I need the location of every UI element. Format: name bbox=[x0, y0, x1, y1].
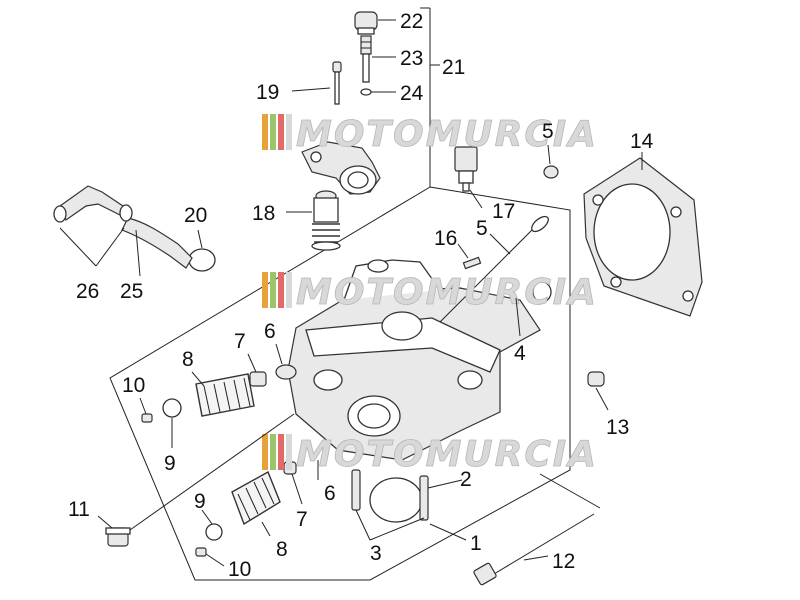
collet-part-7-upper bbox=[249, 371, 267, 387]
callout-9: 9 bbox=[164, 452, 176, 475]
thermostat-part-18 bbox=[311, 190, 341, 251]
watermark-logo-top: MOTOMURCIA bbox=[262, 114, 598, 155]
valve-spring-part-8-lower bbox=[231, 471, 281, 526]
assembly-boundary-outline bbox=[109, 8, 571, 581]
cap-part-22 bbox=[354, 11, 378, 35]
washer-part-24 bbox=[360, 88, 372, 96]
watermark-logo-middle: MOTOMURCIA bbox=[262, 272, 598, 313]
callout-9-lower: 9 bbox=[194, 490, 206, 513]
head-gasket-part-14 bbox=[583, 157, 703, 317]
watermark-text: MOTOMURCIA bbox=[296, 434, 598, 475]
leader-lines bbox=[59, 19, 643, 567]
callout-13: 13 bbox=[606, 416, 629, 439]
callout-6-lower: 6 bbox=[324, 482, 336, 505]
callout-24: 24 bbox=[400, 82, 424, 105]
callout-labels: 22 23 21 19 24 5 14 17 18 20 16 5 26 25 … bbox=[68, 10, 654, 581]
clamp-part-20 bbox=[188, 248, 216, 272]
pipe-fitting-part-26 bbox=[53, 185, 133, 223]
watermark-logo-bottom: MOTOMURCIA bbox=[262, 434, 598, 475]
callout-3: 3 bbox=[370, 542, 382, 565]
callout-22: 22 bbox=[400, 10, 423, 33]
callout-4: 4 bbox=[514, 342, 526, 365]
callout-5-top: 5 bbox=[542, 120, 554, 143]
callout-12: 12 bbox=[552, 550, 575, 573]
callout-7: 7 bbox=[234, 330, 246, 353]
valve-key-part-10-lower bbox=[195, 547, 207, 557]
callout-25: 25 bbox=[120, 280, 143, 303]
sensor-part-23 bbox=[360, 35, 372, 83]
callout-17: 17 bbox=[492, 200, 515, 223]
callout-2: 2 bbox=[460, 468, 472, 491]
callout-20: 20 bbox=[184, 204, 207, 227]
plug-part-11 bbox=[105, 527, 131, 547]
callout-6: 6 bbox=[264, 320, 276, 343]
watermark-text: MOTOMURCIA bbox=[296, 272, 598, 313]
bolt-part-19 bbox=[332, 61, 342, 105]
valve-spring-part-8-upper bbox=[195, 373, 255, 417]
sleeve-part-5-top bbox=[543, 165, 559, 179]
o-ring-part-2 bbox=[369, 477, 423, 523]
callout-1: 1 bbox=[470, 532, 482, 555]
o-ring-part-4 bbox=[532, 281, 552, 303]
callout-7-lower: 7 bbox=[296, 508, 308, 531]
callout-26: 26 bbox=[76, 280, 99, 303]
hose-part-25 bbox=[121, 217, 193, 269]
valve-seal-part-6-upper bbox=[275, 364, 297, 380]
watermark-text: MOTOMURCIA bbox=[296, 114, 598, 155]
bush-part-13 bbox=[587, 371, 605, 387]
valve-part-5 bbox=[439, 215, 549, 323]
callout-8-lower: 8 bbox=[276, 538, 288, 561]
valve-key-part-10-upper bbox=[141, 413, 153, 423]
spring-seat-part-9-upper bbox=[162, 398, 182, 418]
long-bolt-part-12 bbox=[473, 513, 595, 586]
callout-21: 21 bbox=[442, 56, 465, 79]
callout-10: 10 bbox=[122, 374, 145, 397]
callout-8: 8 bbox=[182, 348, 194, 371]
spring-seat-part-9-lower bbox=[205, 523, 223, 541]
callout-19: 19 bbox=[256, 81, 279, 104]
temperature-sensor-part-17 bbox=[454, 146, 478, 192]
stud-part-16 bbox=[462, 256, 482, 270]
callout-18: 18 bbox=[252, 202, 275, 225]
callout-11: 11 bbox=[68, 498, 90, 521]
callout-10-lower: 10 bbox=[228, 558, 251, 581]
callout-14: 14 bbox=[630, 130, 654, 153]
callout-16: 16 bbox=[434, 227, 457, 250]
thermostat-housing bbox=[301, 141, 381, 195]
dowel-pins-part-3 bbox=[351, 469, 429, 521]
callout-23: 23 bbox=[400, 47, 423, 70]
callout-5: 5 bbox=[476, 217, 488, 240]
cylinder-head-casting bbox=[287, 259, 541, 461]
